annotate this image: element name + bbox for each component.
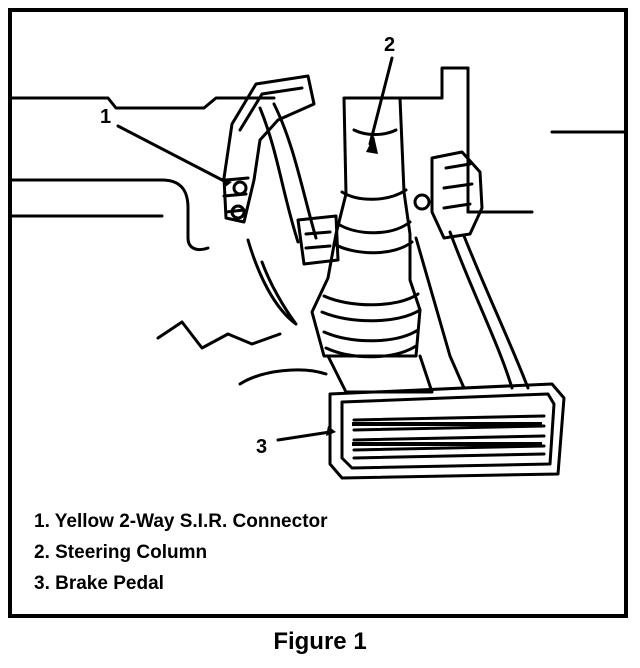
parts-legend: 1. Yellow 2-Way S.I.R. Connector 2. Stee… xyxy=(34,506,328,599)
callout-2-label: 2 xyxy=(384,34,396,56)
legend-item-steering-column: 2. Steering Column xyxy=(34,542,208,563)
figure-frame: 1 2 3 1. Yellow 2-Way S.I.R. Connector 2… xyxy=(8,8,628,618)
steering-column-illustration xyxy=(12,56,624,480)
callout-1-label: 1 xyxy=(100,106,112,128)
figure-caption: Figure 1 xyxy=(273,628,367,655)
legend-item-connector: 1. Yellow 2-Way S.I.R. Connector xyxy=(34,511,328,532)
callout-3-label: 3 xyxy=(256,436,268,458)
legend-item-brake-pedal: 3. Brake Pedal xyxy=(34,573,164,594)
